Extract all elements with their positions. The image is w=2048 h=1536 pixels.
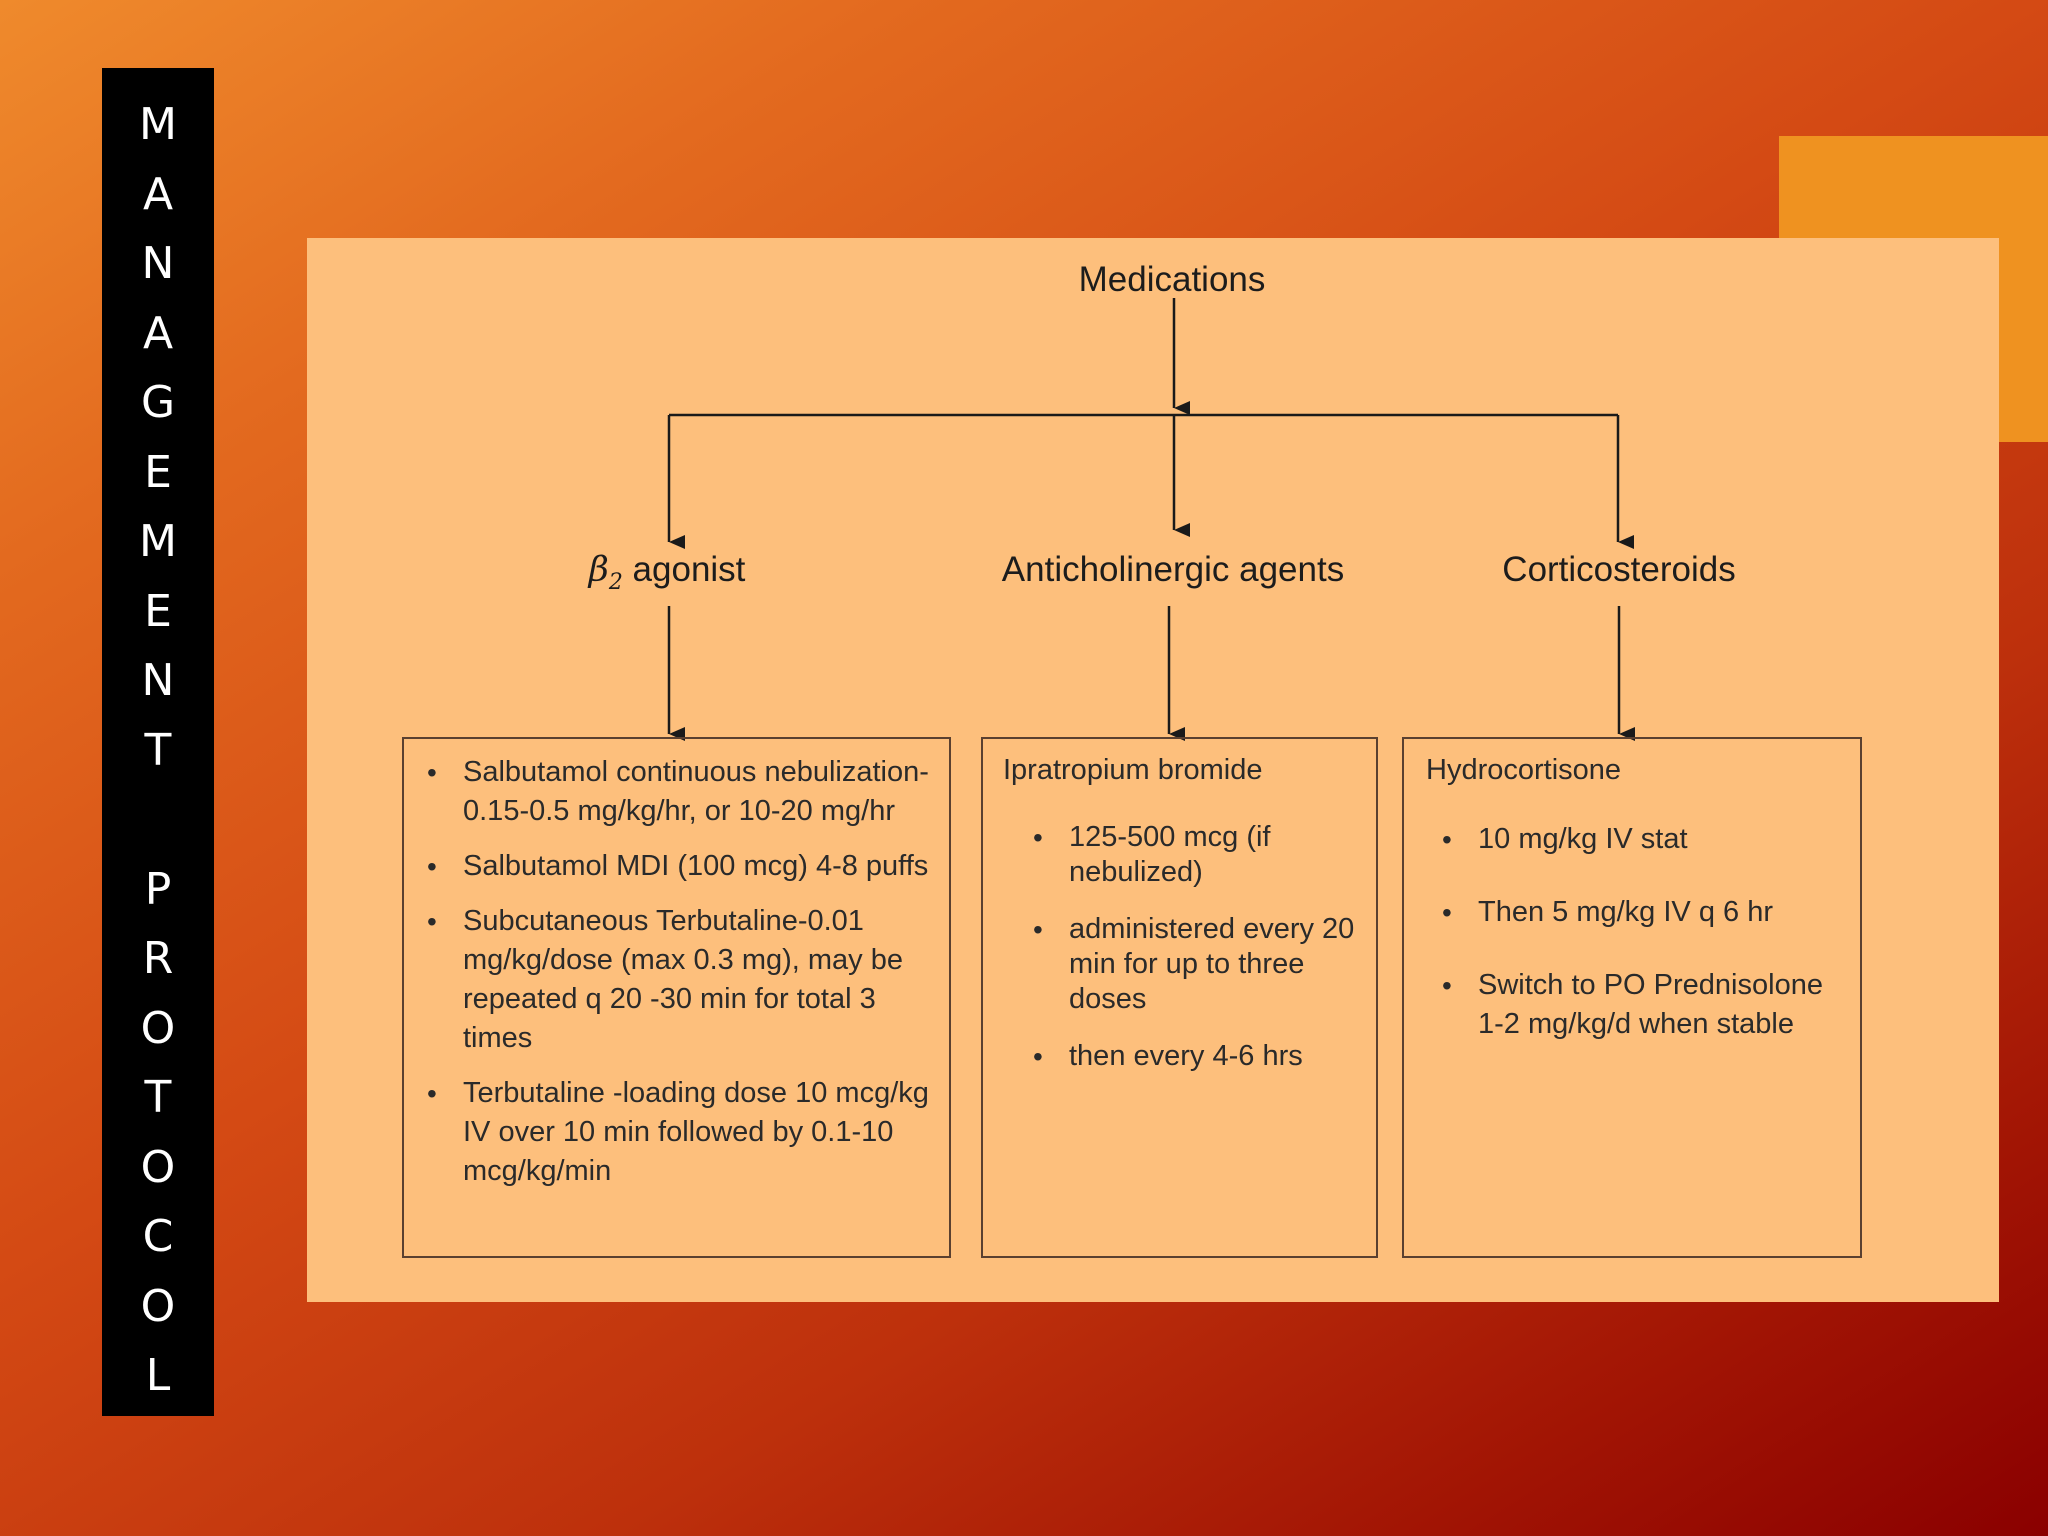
category-label-beta2-agonist: β2 agonist [589, 550, 746, 595]
list-item: then every 4-6 hrs [1033, 1039, 1368, 1074]
category-label-text: agonist [622, 550, 746, 589]
drug-heading: Ipratropium bromide [1003, 754, 1263, 786]
list-item: Terbutaline -loading dose 10 mcg/kg IV o… [427, 1074, 943, 1191]
title-letter: R [142, 933, 174, 984]
corticosteroids-list: 10 mg/kg IV stat Then 5 mg/kg IV q 6 hr … [1426, 820, 1854, 1044]
list-item: Then 5 mg/kg IV q 6 hr [1442, 893, 1854, 932]
list-item: Salbutamol continuous nebulization-0.15-… [427, 753, 943, 831]
title-letter: M [139, 516, 177, 567]
title-letter: E [144, 585, 172, 637]
title-letter: T [144, 1072, 172, 1123]
corticosteroids-box: Hydrocortisone 10 mg/kg IV stat Then 5 m… [1402, 737, 1862, 1258]
vertical-title: M A N A G E M E N T P R O T O C O L [102, 68, 214, 1416]
list-item: Salbutamol MDI (100 mcg) 4-8 puffs [427, 847, 943, 886]
title-letter: C [142, 1211, 174, 1262]
title-letter: A [142, 307, 174, 359]
title-letter: O [140, 1280, 176, 1332]
list-item: 10 mg/kg IV stat [1442, 820, 1854, 859]
title-letter: G [140, 377, 176, 428]
drug-heading: Hydrocortisone [1426, 754, 1622, 786]
list-item: Subcutaneous Terbutaline-0.01 mg/kg/dose… [427, 902, 943, 1058]
title-letter [102, 785, 214, 855]
beta-symbol: β [588, 550, 609, 590]
beta2-agonist-list: Salbutamol continuous nebulization-0.15-… [427, 753, 943, 1191]
anticholinergic-list: 125-500 mcg (if nebulized) administered … [1003, 820, 1368, 1074]
title-letter: T [144, 724, 172, 776]
title-letter: L [145, 1350, 171, 1401]
category-label-anticholinergic: Anticholinergic agents [1001, 550, 1345, 589]
title-letter: O [140, 1002, 176, 1054]
title-letter: N [141, 655, 175, 706]
list-item: administered every 20 min for up to thre… [1033, 912, 1368, 1017]
title-letter: O [140, 1141, 176, 1193]
anticholinergic-box: Ipratropium bromide 125-500 mcg (if nebu… [981, 737, 1378, 1258]
root-node-label: Medications [1078, 260, 1266, 299]
title-letter: E [144, 446, 172, 498]
connector-lines [667, 298, 1635, 741]
diagram-panel: Medications β2 agonist Anticholinergic a… [307, 238, 1999, 1302]
beta2-agonist-box: Salbutamol continuous nebulization-0.15-… [402, 737, 951, 1258]
category-label-corticosteroids: Corticosteroids [1502, 550, 1736, 589]
list-item: Switch to PO Prednisolone 1-2 mg/kg/d wh… [1442, 966, 1854, 1044]
title-letter: P [144, 863, 172, 915]
title-letter: M [139, 99, 177, 150]
list-item: 125-500 mcg (if nebulized) [1033, 820, 1368, 890]
beta-subscript: 2 [608, 570, 623, 595]
title-letter: N [141, 238, 175, 289]
title-letter: A [142, 168, 174, 220]
